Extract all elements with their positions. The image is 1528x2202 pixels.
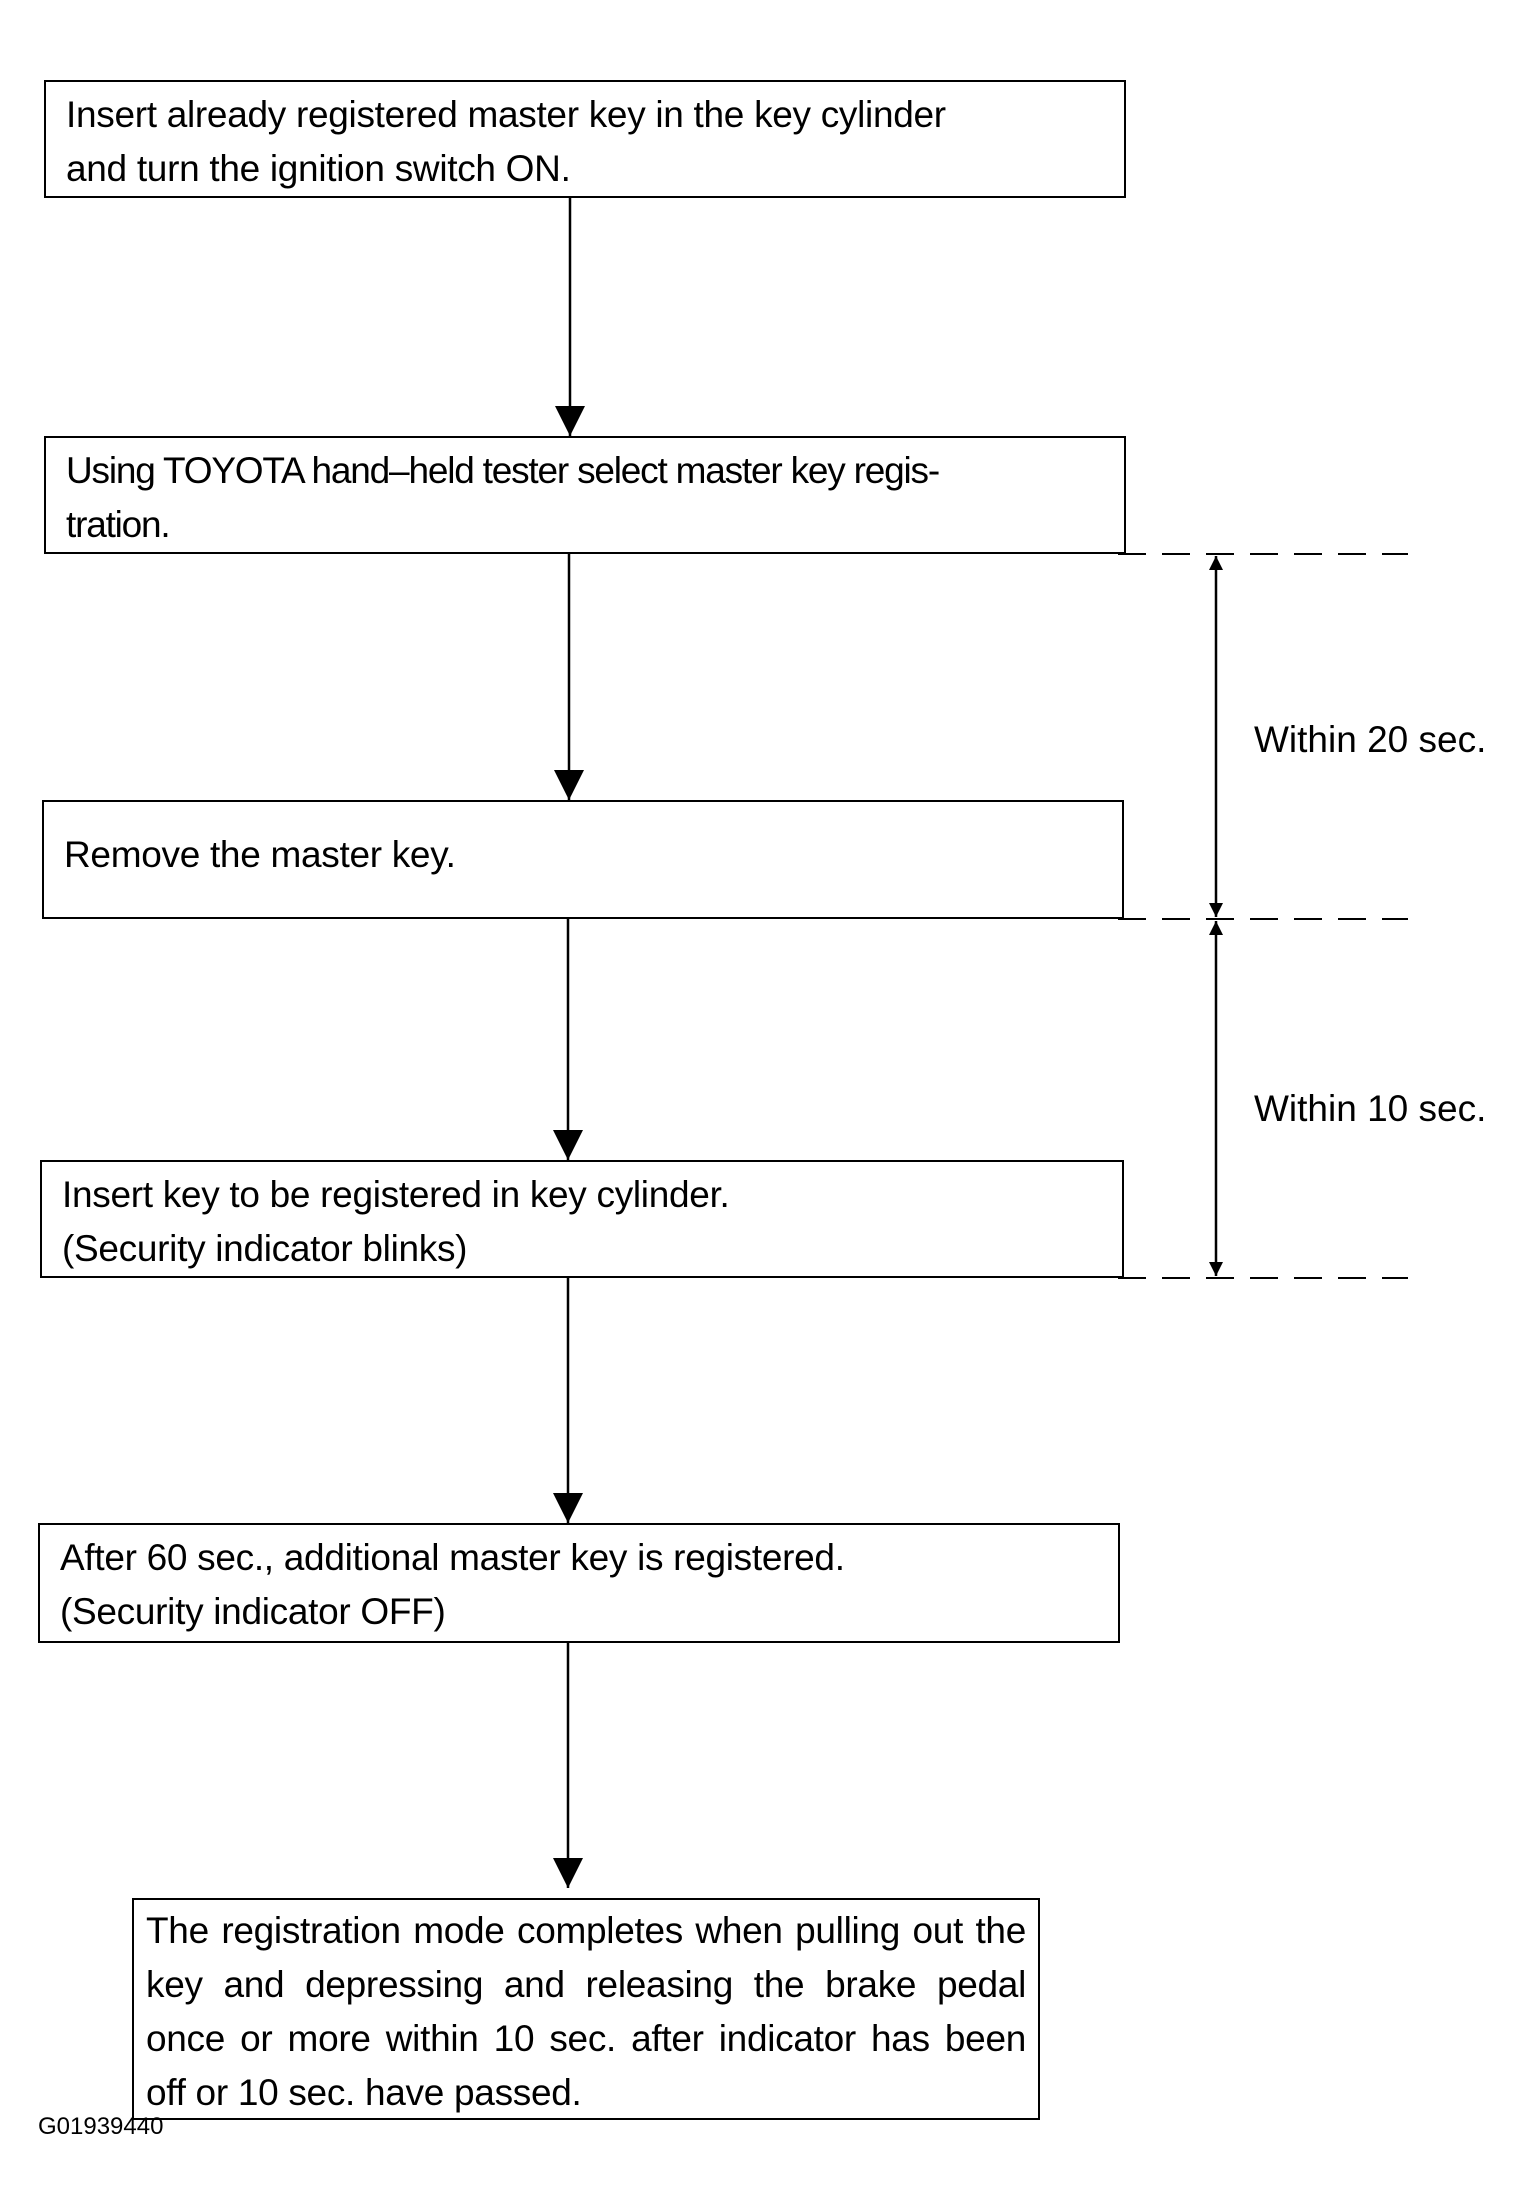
timing-label-10-sec: Within 10 sec. — [1254, 1088, 1487, 1129]
step-1-box: Insert already registered master key in … — [44, 80, 1126, 198]
step-4-box: Insert key to be registered in key cylin… — [40, 1160, 1124, 1278]
step-6-box: The registration mode completes when pul… — [132, 1898, 1040, 2120]
figure-id: G01939440 — [38, 2113, 164, 2140]
step-3-box: Remove the master key. — [42, 800, 1124, 919]
step-2-box: Using TOYOTA hand–held tester select mas… — [44, 436, 1126, 554]
step-5-box: After 60 sec., additional master key is … — [38, 1523, 1120, 1643]
timing-label-20-sec: Within 20 sec. — [1254, 719, 1487, 760]
